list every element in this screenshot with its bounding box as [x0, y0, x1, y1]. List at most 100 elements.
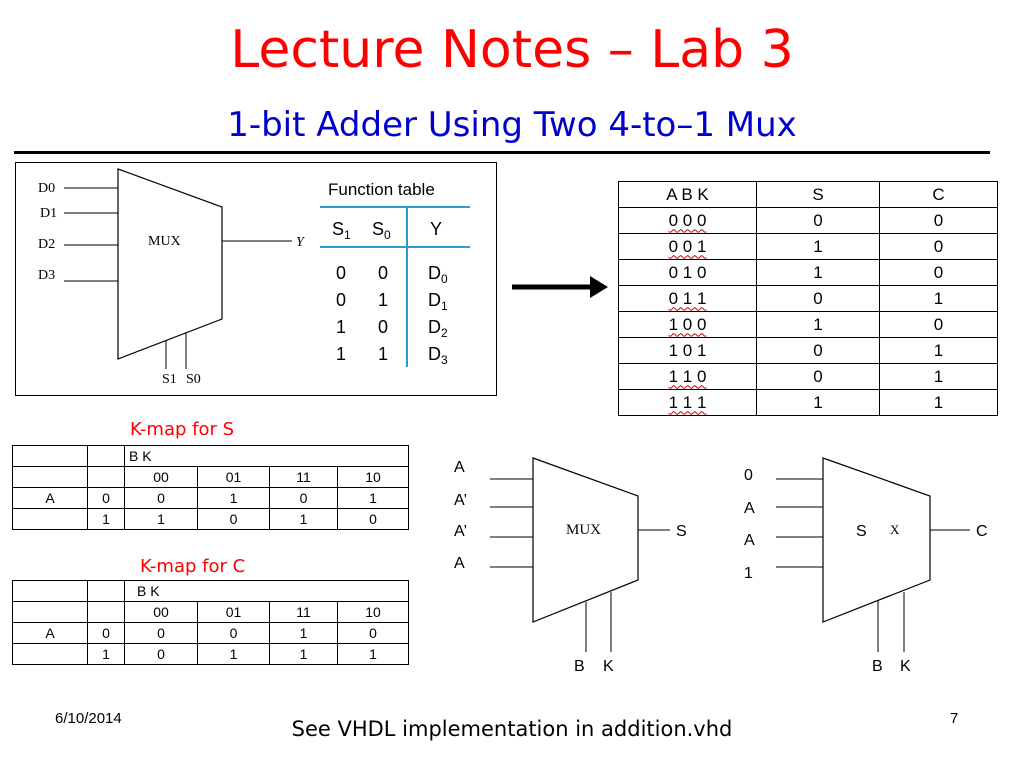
slide-subtitle: 1-bit Adder Using Two 4-to–1 Mux: [227, 105, 797, 145]
kmap-c-row-label: 1: [87, 643, 125, 665]
kmap-s-col-header: 00: [124, 466, 198, 488]
truth-cell-c: 1: [879, 389, 998, 416]
truth-cell-c: 1: [879, 337, 998, 364]
mux-s-select-label-b: B: [574, 658, 585, 675]
slide-title: Lecture Notes – Lab 3: [230, 20, 794, 80]
truth-cell-abk: 1 0 0: [618, 311, 757, 338]
truth-cell-s: 1: [756, 259, 880, 286]
truth-cell-abk: 0 0 0: [618, 207, 757, 234]
truth-cell-c: 1: [879, 285, 998, 312]
fn-row-s1: 1: [336, 317, 346, 337]
kmap-s-col-header: 01: [197, 466, 270, 488]
truth-cell-s: 0: [756, 337, 880, 364]
kmap-s-cell: 1: [197, 487, 270, 509]
truth-cell-c: 1: [879, 363, 998, 390]
footer-date: 6/10/2014: [55, 710, 122, 727]
kmap-s-col-var: B K: [124, 445, 409, 467]
fn-row-y: D0: [428, 263, 448, 286]
table-row: 00 01 11 10: [12, 466, 409, 488]
truth-cell-abk: 0 0 1: [618, 233, 757, 260]
table-row: A 0 0 1 0 1: [12, 487, 409, 509]
truth-cell-s: 1: [756, 311, 880, 338]
kmap-s-row-label: 1: [87, 508, 125, 530]
truth-cell-s: 1: [756, 389, 880, 416]
kmap-s-cell: 0: [124, 487, 198, 509]
mux-c-select-label-k: K: [900, 658, 911, 675]
kmap-c-caption: K-map for C: [140, 556, 246, 577]
footer-page-number: 7: [950, 710, 959, 727]
table-row: B K: [12, 580, 409, 602]
select-label-s0: S0: [186, 372, 201, 387]
truth-cell-c: 0: [879, 259, 998, 286]
mux-c-body: [822, 457, 931, 623]
mux-c-input-label: A: [744, 532, 755, 549]
truth-cell-s: 0: [756, 207, 880, 234]
kmap-s-table: B K 00 01 11 10 A 0 0 1 0 1 1 1 0 1 0: [12, 445, 409, 530]
kmap-s-col-header: 11: [269, 466, 338, 488]
kmap-s-cell: 1: [124, 508, 198, 530]
table-row: A 0 0 0 1 0: [12, 622, 409, 644]
mux-s-diagram: A A’ A’ A MUX S B K: [454, 457, 687, 675]
mux-diagram-figure: D0 D1 D2 D3 MUX Y S1 S0 Function table S…: [15, 162, 497, 396]
kmap-c-row-var: A: [12, 622, 88, 644]
truth-cell-c: 0: [879, 311, 998, 338]
mux-s-input-label: A’: [454, 492, 467, 509]
fn-row-y: D2: [428, 317, 448, 340]
kmap-c-cell: 0: [124, 643, 198, 665]
truth-cell-s: 0: [756, 285, 880, 312]
truth-cell-c: 0: [879, 233, 998, 260]
table-row: 00 01 11 10: [12, 601, 409, 623]
kmap-c-table: B K 00 01 11 10 A 0 0 0 1 0 1 0 1 1 1: [12, 580, 409, 665]
table-row: B K: [12, 445, 409, 467]
select-label-s1: S1: [162, 372, 177, 387]
kmap-c-cell: 1: [337, 643, 409, 665]
kmap-c-cell: 1: [197, 643, 270, 665]
kmap-s-col-header: 10: [337, 466, 409, 488]
truth-header-abk: A B K: [618, 181, 757, 208]
title-rule: [14, 151, 990, 154]
kmap-c-col-var: B K: [124, 580, 409, 602]
mux-s-label: MUX: [566, 522, 601, 538]
kmap-s-cell: 0: [197, 508, 270, 530]
mux-diagram: D0 D1 D2 D3 MUX Y S1 S0 Function table S…: [38, 168, 470, 387]
kmap-c-cell: 1: [269, 643, 338, 665]
mux-c-input-label: A: [744, 500, 755, 517]
kmap-c-cell: 0: [337, 622, 409, 644]
fn-header-y: Y: [430, 219, 442, 239]
kmap-s-cell: 1: [269, 508, 338, 530]
mux-c-diagram: 0 A A 1 S X C B K: [744, 457, 988, 675]
mux-s-select-label-k: K: [603, 658, 614, 675]
kmap-c-cell: 1: [269, 622, 338, 644]
fn-row-s0: 0: [378, 317, 388, 337]
footer-note: See VHDL implementation in addition.vhd: [291, 717, 733, 741]
kmap-s-row-label: 0: [87, 487, 125, 509]
kmap-c-cell: 0: [124, 622, 198, 644]
right-arrow-icon: [512, 276, 608, 298]
truth-header-c: C: [879, 181, 998, 208]
truth-header-s: S: [756, 181, 880, 208]
mux-label: MUX: [148, 234, 181, 249]
mux-c-input-label: 0: [744, 467, 753, 484]
fn-row-s0: 0: [378, 263, 388, 283]
kmap-c-col-header: 00: [124, 601, 198, 623]
kmap-s-cell: 0: [269, 487, 338, 509]
kmap-c-col-header: 10: [337, 601, 409, 623]
input-label-d2: D2: [38, 237, 55, 252]
truth-cell-abk: 1 0 1: [618, 337, 757, 364]
fn-row-s1: 1: [336, 344, 346, 364]
fn-header-s1: S1: [332, 219, 351, 242]
kmap-s-cell: 1: [337, 487, 409, 509]
kmap-s-row-var: A: [12, 487, 88, 509]
truth-cell-s: 1: [756, 233, 880, 260]
kmap-c-col-header: 01: [197, 601, 270, 623]
mux-c-input-label: 1: [744, 565, 753, 582]
fn-row-y: D3: [428, 344, 448, 367]
mux-c-label-s: S: [856, 523, 867, 540]
fn-row-y: D1: [428, 290, 448, 313]
